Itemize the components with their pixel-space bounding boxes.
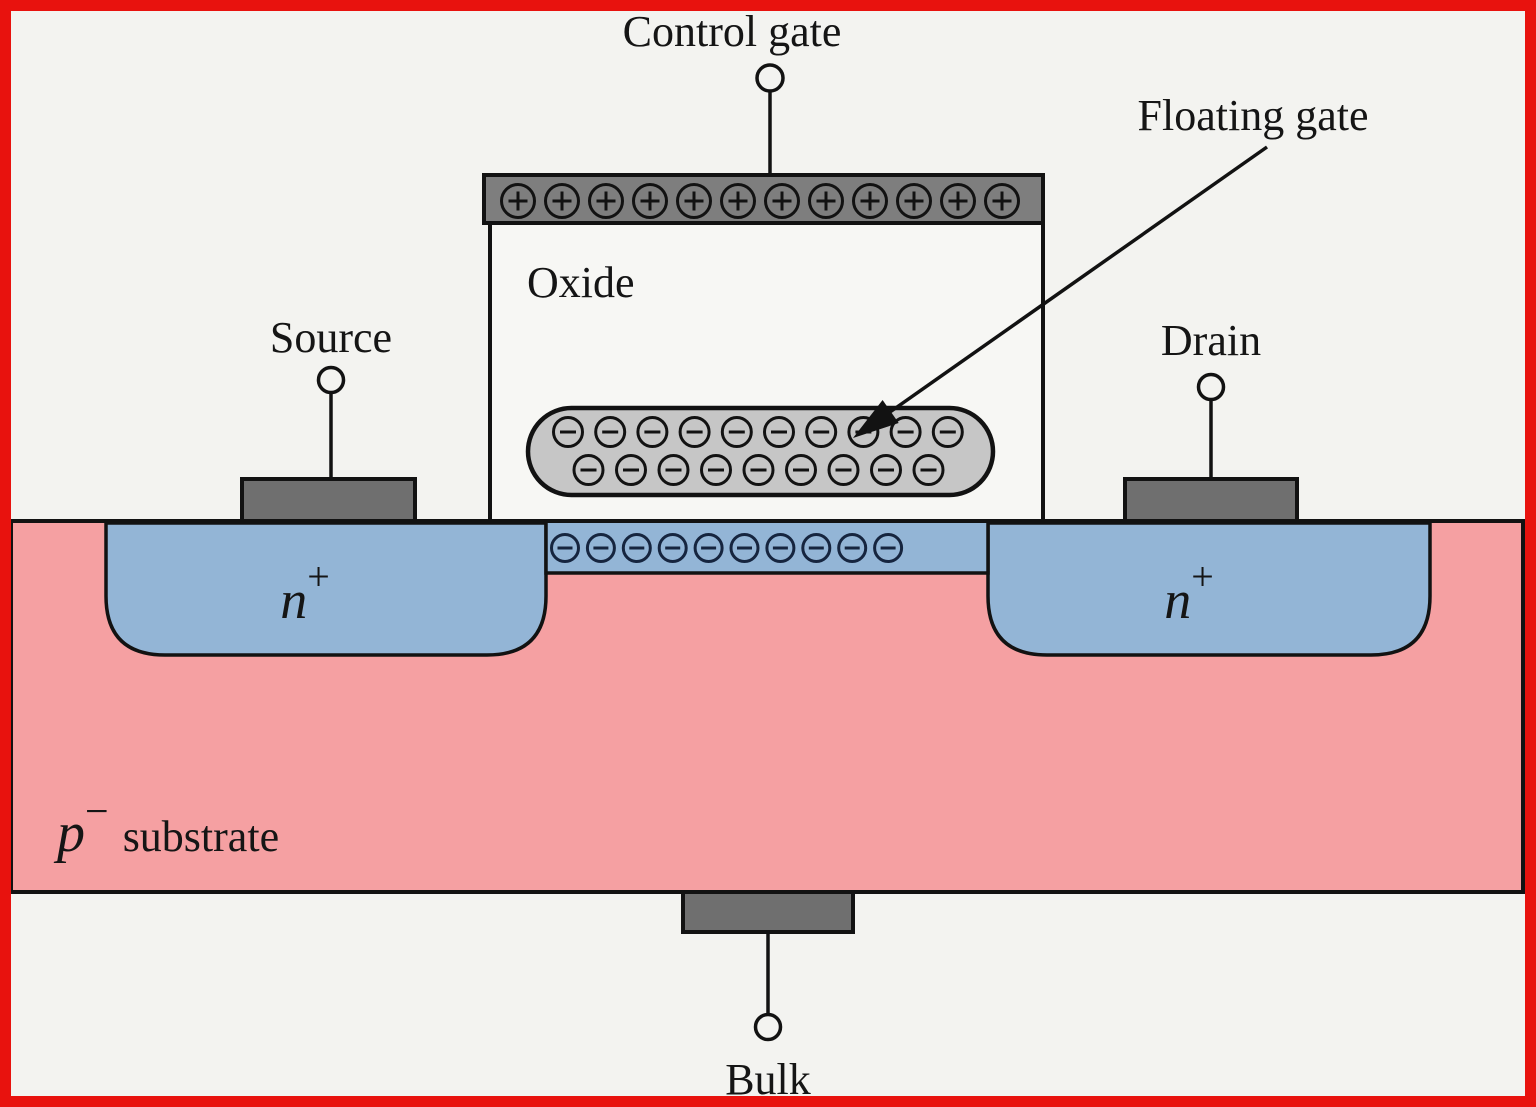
minus-charge-icon (870, 454, 902, 486)
n-plus-label-left: n+ (280, 554, 330, 630)
drain-contact (1123, 477, 1299, 523)
source-label: Source (270, 313, 392, 362)
plus-charge-icon (676, 183, 712, 219)
control-gate-label: Control gate (623, 7, 842, 56)
source-contact (240, 477, 417, 523)
plus-charge-icon (808, 183, 844, 219)
minus-charge-icon (827, 454, 860, 486)
minus-charge-icon (805, 416, 838, 448)
channel-electron-charges (550, 533, 904, 563)
control-gate-terminal-icon (755, 63, 785, 93)
minus-charge-icon (801, 533, 832, 563)
minus-charge-icon (720, 416, 753, 448)
minus-charge-icon (765, 533, 796, 563)
plus-charge-icon (896, 183, 932, 219)
minus-charge-icon (657, 533, 688, 563)
minus-charge-icon (763, 416, 795, 448)
floating-gate-electron-charges-top (552, 416, 964, 448)
minus-charge-icon (572, 454, 605, 486)
n-plus-region-right (986, 521, 1432, 657)
minus-charge-icon (912, 454, 945, 486)
plus-charge-icon (544, 183, 580, 219)
plus-charge-icon (852, 183, 888, 219)
plus-charge-icon (632, 183, 668, 219)
minus-charge-icon (585, 533, 616, 563)
minus-charge-icon (742, 454, 775, 486)
minus-charge-icon (873, 533, 904, 563)
source-terminal-icon (316, 365, 346, 395)
drain-terminal-icon (1196, 372, 1226, 402)
minus-charge-icon (636, 416, 669, 448)
minus-charge-icon (550, 533, 580, 563)
bulk-terminal-icon (753, 1012, 783, 1042)
plus-charge-icon (500, 183, 536, 219)
minus-charge-icon (889, 416, 922, 448)
minus-charge-icon (657, 454, 690, 486)
minus-charge-icon (785, 454, 817, 486)
oxide-label: Oxide (527, 258, 635, 307)
minus-charge-icon (837, 533, 868, 563)
floating-gate-label: Floating gate (1138, 91, 1369, 140)
bulk-label: Bulk (725, 1055, 811, 1104)
control-gate-plus-charges (500, 183, 1020, 219)
minus-charge-icon (594, 416, 627, 448)
plus-charge-icon (764, 183, 800, 219)
plus-charge-icon (720, 183, 756, 219)
floating-gate-arrowhead-icon (853, 400, 899, 438)
minus-charge-icon (700, 454, 732, 486)
minus-charge-icon (552, 416, 584, 448)
plus-charge-icon (984, 183, 1020, 219)
minus-charge-icon (729, 533, 760, 563)
minus-charge-icon (693, 533, 724, 563)
n-plus-region-left (104, 521, 548, 657)
plus-charge-icon (588, 183, 624, 219)
n-plus-label-right: n+ (1164, 554, 1214, 630)
drain-label: Drain (1161, 316, 1261, 365)
minus-charge-icon (621, 533, 652, 563)
floating-gate-arrow (888, 145, 1269, 414)
p-substrate-label: p−substrate (53, 789, 279, 864)
minus-charge-icon (615, 454, 647, 486)
minus-charge-icon (678, 416, 711, 448)
minus-charge-icon (931, 416, 964, 448)
minus-charge-icon (847, 416, 880, 448)
floating-gate-electron-charges-bottom (572, 454, 945, 486)
plus-charge-icon (940, 183, 976, 219)
bulk-contact (681, 890, 855, 934)
